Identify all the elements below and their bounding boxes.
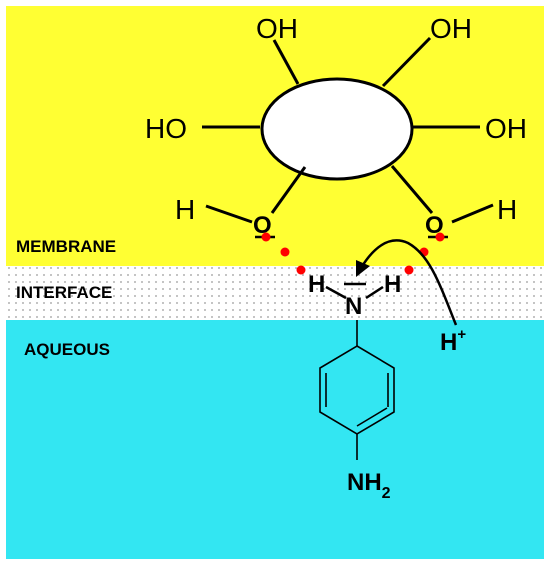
interface-label: INTERFACE [16, 283, 112, 302]
interface-region [6, 266, 544, 320]
membrane-label: MEMBRANE [16, 237, 116, 256]
aqueous-region [6, 320, 544, 559]
benzene-ring [319, 320, 395, 460]
arrowhead-icon [356, 260, 370, 277]
amine-h-left: H [308, 271, 325, 298]
oh-top-right: OH [430, 13, 472, 44]
proton: H+ [440, 326, 466, 356]
h-lower-left: H [175, 194, 195, 225]
ho-left: HO [145, 113, 187, 144]
n-h-bond-left [325, 285, 347, 300]
oxygen-right: O [425, 212, 444, 239]
proton-transfer-arrow [359, 239, 458, 326]
amine-nitrogen: N [345, 293, 362, 320]
amine-h-right: H [384, 271, 401, 298]
h-lower-right: H [497, 194, 517, 225]
amino-group: NH2 [347, 469, 391, 502]
n-h-bond-right [365, 285, 384, 300]
aqueous-label: AQUEOUS [24, 340, 110, 359]
hydrogen-bond-dots [261, 232, 445, 275]
sugar-ring [202, 36, 494, 224]
oxygen-left: O [253, 212, 272, 239]
oh-top-left: OH [256, 13, 298, 44]
oh-right: OH [485, 113, 527, 144]
